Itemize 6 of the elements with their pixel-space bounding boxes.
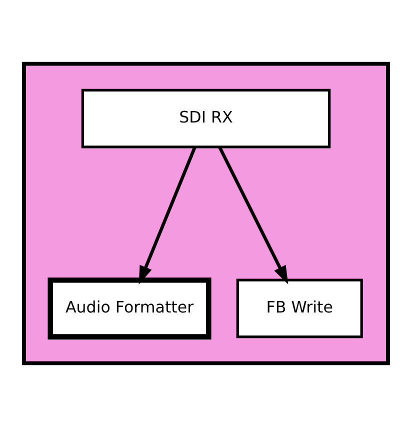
node-box: FB Write: [236, 278, 363, 338]
node-box: SDI RX: [81, 88, 331, 148]
arrow: [218, 146, 288, 284]
arrow: [138, 146, 196, 284]
cluster: [22, 61, 390, 365]
node-box: Audio Formatter: [48, 276, 212, 339]
